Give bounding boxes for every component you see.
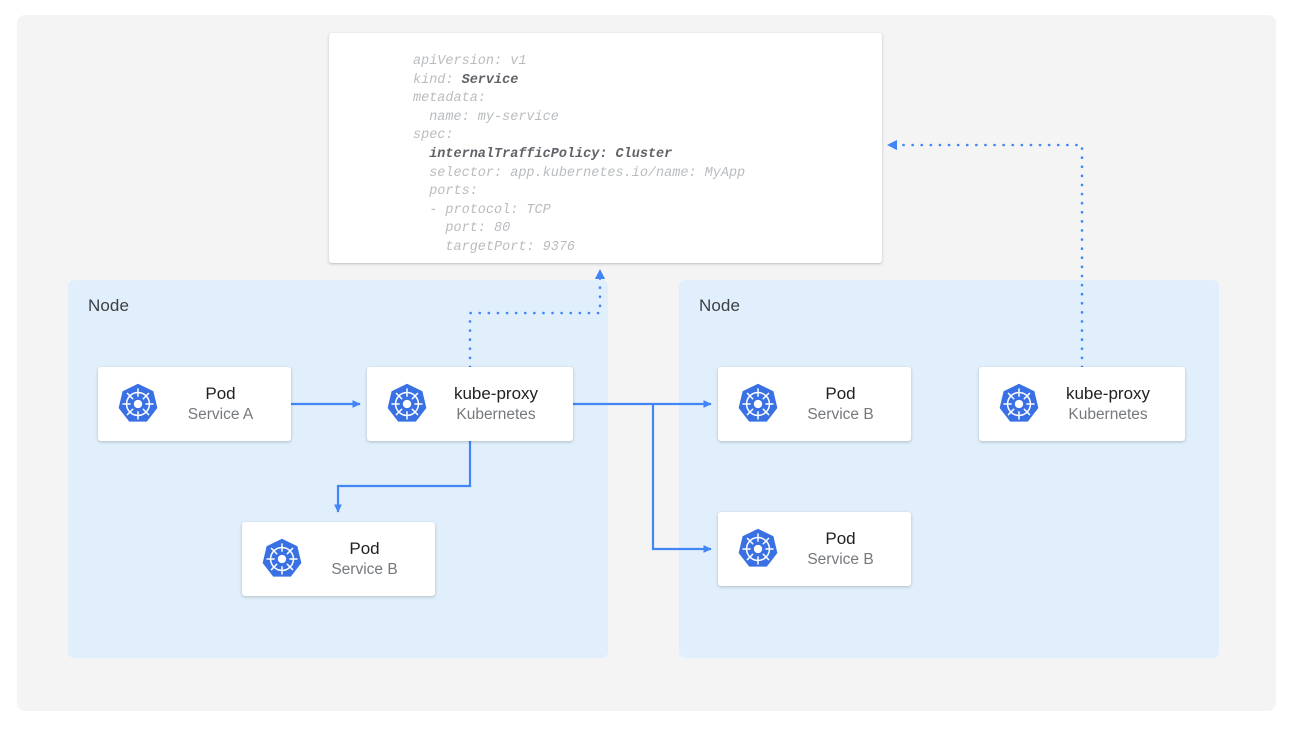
card-title: kube-proxy <box>1065 384 1151 404</box>
card-subtitle: Kubernetes <box>1068 405 1148 423</box>
card-texts: kube-proxy Kubernetes <box>1041 383 1185 425</box>
card-texts: Pod Service A <box>160 383 291 425</box>
kubernetes-icon <box>262 538 302 577</box>
card-subtitle: Kubernetes <box>456 405 536 423</box>
card-title: kube-proxy <box>453 384 539 404</box>
node-panel-right <box>679 280 1219 658</box>
kubernetes-icon <box>738 383 778 422</box>
card-texts: kube-proxy Kubernetes <box>429 383 573 425</box>
card-pod-service-b-left[interactable]: Pod Service B <box>242 522 435 596</box>
card-pod-service-b-right-top[interactable]: Pod Service B <box>718 367 911 441</box>
card-title: Pod <box>825 529 856 549</box>
node-label-left: Node <box>88 296 130 315</box>
card-title: Pod <box>825 384 856 404</box>
card-kube-proxy-left[interactable]: kube-proxy Kubernetes <box>367 367 573 441</box>
service-manifest-text: apiVersion: v1 kind: Service metadata: n… <box>413 54 746 255</box>
kubernetes-icon <box>387 383 427 422</box>
card-subtitle: Service B <box>331 560 398 578</box>
card-pod-service-a[interactable]: Pod Service A <box>98 367 291 441</box>
card-kube-proxy-right[interactable]: kube-proxy Kubernetes <box>979 367 1185 441</box>
card-subtitle: Service A <box>187 405 254 423</box>
card-pod-service-b-right-bottom[interactable]: Pod Service B <box>718 512 911 586</box>
node-label-right: Node <box>699 296 741 315</box>
card-texts: Pod Service B <box>304 538 435 580</box>
kubernetes-icon <box>999 383 1039 422</box>
card-texts: Pod Service B <box>780 383 911 425</box>
service-manifest-card: apiVersion: v1 kind: Service metadata: n… <box>329 33 882 263</box>
kubernetes-icon <box>738 528 778 567</box>
node-panel-left <box>68 280 608 658</box>
card-texts: Pod Service B <box>780 528 911 570</box>
card-subtitle: Service B <box>807 405 874 423</box>
kubernetes-icon <box>118 383 158 422</box>
card-title: Pod <box>205 384 236 404</box>
card-subtitle: Service B <box>807 550 874 568</box>
card-title: Pod <box>349 539 380 559</box>
